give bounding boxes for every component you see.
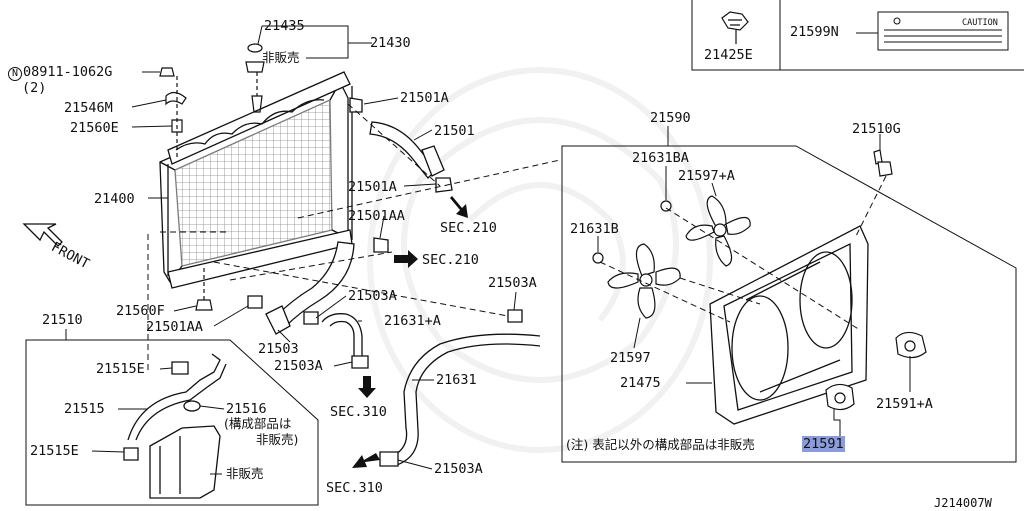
caution-label-icon [856, 11, 1009, 51]
hose-21631-icon [379, 309, 541, 467]
callout-21430: 21430 [370, 35, 411, 51]
circle-n-prefix: N [8, 67, 22, 81]
note-not-for-sale: (注) 表記以外の構成部品は非販売 [566, 437, 755, 452]
bolt-21510G-icon [873, 149, 893, 177]
watermark [367, 67, 713, 453]
callout-21503A-right: 21503A [488, 275, 537, 291]
callout-21599N: 21599N [790, 24, 839, 40]
fan-shroud-box [561, 145, 1017, 463]
motor-21591-icon [825, 383, 855, 411]
callout-21631BA: 21631BA [632, 150, 689, 166]
callout-sec310-b: SEC.310 [326, 480, 383, 496]
fan-shroud-21475-icon [709, 225, 869, 425]
upper-hose-21501-icon [349, 97, 453, 193]
not-for-sale-tank: 非販売 [226, 466, 264, 481]
callout-21560F: 21560F [116, 303, 165, 319]
callout-21400: 21400 [94, 191, 135, 207]
bolt-08911-icon [159, 67, 187, 160]
leader-lines [65, 25, 911, 475]
callout-21503A-mid: 21503A [348, 288, 397, 304]
callout-21631: 21631 [436, 372, 477, 388]
callout-21501AA-mid: 21501AA [348, 208, 405, 224]
callout-21631B: 21631B [570, 221, 619, 237]
callout-21516: 21516 [226, 401, 267, 417]
callout-21560E: 21560E [70, 120, 119, 136]
reservoir-box [25, 339, 319, 506]
callout-21591-highlighted[interactable]: 21591 [802, 436, 845, 452]
callout-08911-qty: (2) [22, 80, 47, 96]
legend-box [691, 0, 1024, 71]
reference-code: J214007W [934, 496, 992, 510]
arrow-sec210-a-icon [450, 196, 468, 218]
fan-21597-icon [607, 243, 681, 319]
callout-21503A-left: 21503A [274, 358, 323, 374]
front-arrow-icon [22, 223, 63, 247]
radiator-cap-icon [245, 43, 265, 113]
callout-21501A-mid: 21501A [348, 179, 397, 195]
drain-plug-21560F-icon [195, 268, 213, 311]
arrow-sec210-b-icon [394, 250, 418, 268]
callout-21546M: 21546M [64, 100, 113, 116]
fan-21597-plusA-icon [685, 195, 751, 267]
note-components-line1: (構成部品は [224, 416, 292, 431]
motor-21591-plusA-icon [895, 331, 927, 359]
callout-21590: 21590 [650, 110, 691, 126]
note-components-line2: 非販売) [256, 432, 299, 447]
nuts-21631B-icon [592, 200, 672, 264]
reservoir-tank-21510-icon [123, 353, 227, 499]
assembly-dashed-lines [147, 103, 887, 372]
callout-21631-plusA: 21631+A [384, 313, 441, 329]
caution-label-text: CAUTION [962, 18, 998, 28]
callout-21425E: 21425E [704, 47, 753, 63]
radiator-21400-icon [159, 71, 353, 289]
arrow-sec310-a-icon [358, 376, 376, 398]
callout-21503: 21503 [258, 341, 299, 357]
callout-21503A-bottom: 21503A [434, 461, 483, 477]
callout-21591-plusA: 21591+A [876, 396, 933, 412]
callout-sec210-a: SEC.210 [440, 220, 497, 236]
arrow-sec310-b-icon [352, 453, 380, 468]
callout-sec210-b: SEC.210 [422, 252, 479, 268]
lower-hose-21503-icon [247, 237, 389, 335]
callout-21501AA-low: 21501AA [146, 319, 203, 335]
not-for-sale-top: 非販売 [262, 50, 300, 65]
callout-08911-number: 08911-1062G [23, 64, 113, 80]
callout-21515: 21515 [64, 401, 105, 417]
callout-21515E-top: 21515E [96, 361, 145, 377]
callout-21435: 21435 [264, 18, 305, 34]
callout-21510G: 21510G [852, 121, 901, 137]
clip-21425E-icon [721, 11, 749, 44]
callout-21597-plusA: 21597+A [678, 168, 735, 184]
hose-21631-plusA-icon [303, 311, 369, 369]
callout-21501A-top: 21501A [400, 90, 449, 106]
callout-21515E-bottom: 21515E [30, 443, 79, 459]
callout-21510: 21510 [42, 312, 83, 328]
callout-21597: 21597 [610, 350, 651, 366]
callout-sec310-a: SEC.310 [330, 404, 387, 420]
callout-21475: 21475 [620, 375, 661, 391]
callout-21501: 21501 [434, 123, 475, 139]
